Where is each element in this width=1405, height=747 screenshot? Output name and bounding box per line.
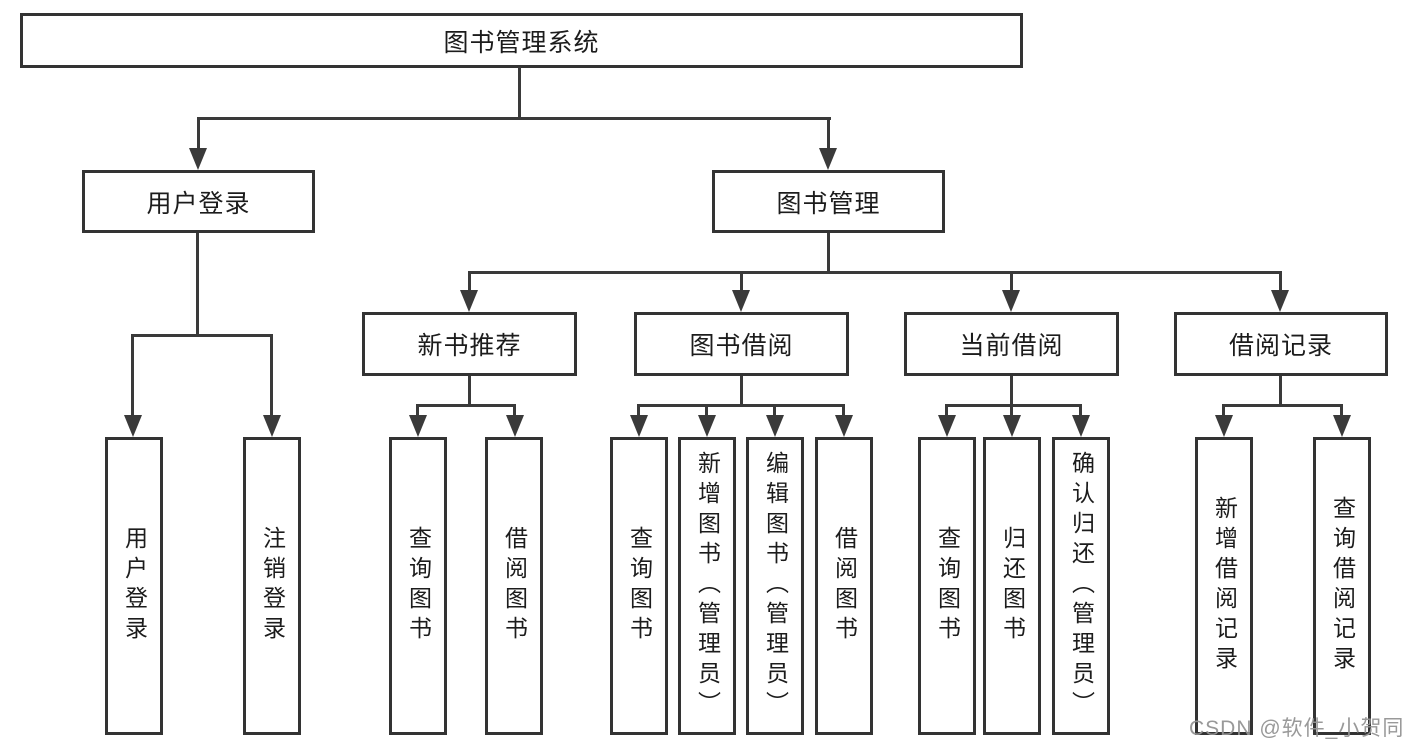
arrow-down-icon xyxy=(1215,415,1233,437)
connector-drop xyxy=(416,404,419,418)
arrow-down-icon xyxy=(819,148,837,170)
connector-level2-rail xyxy=(197,117,831,120)
connector-current-borrow-rail xyxy=(946,404,1081,407)
connector-user-login-rail xyxy=(133,334,273,337)
connector-drop xyxy=(513,404,516,418)
leaf-user-login-label: 用户登录 xyxy=(121,526,148,646)
connector-drop-logout-leaf xyxy=(270,334,273,418)
connector-drop xyxy=(1010,404,1013,418)
arrow-down-icon xyxy=(1271,290,1289,312)
leaf-logout-label: 注销登录 xyxy=(259,526,286,646)
connector-drop-new-book xyxy=(468,271,471,293)
leaf-confirm-return-admin-label: 确认归还（管理员） xyxy=(1068,451,1095,721)
leaf-query-books-borrowing-label: 查询图书 xyxy=(626,526,653,646)
leaf-query-books-borrowing: 查询图书 xyxy=(610,437,668,735)
leaf-query-borrow-record-label: 查询借阅记录 xyxy=(1329,496,1356,676)
arrow-down-icon xyxy=(506,415,524,437)
arrow-down-icon xyxy=(732,290,750,312)
connector-drop-book-borrow xyxy=(740,271,743,293)
leaf-query-books-recommend-label: 查询图书 xyxy=(405,526,432,646)
leaf-add-borrow-record: 新增借阅记录 xyxy=(1195,437,1253,735)
connector-drop xyxy=(1079,404,1082,418)
leaf-add-borrow-record-label: 新增借阅记录 xyxy=(1211,496,1238,676)
node-current-borrowing-label: 当前借阅 xyxy=(959,332,1064,360)
node-current-borrowing: 当前借阅 xyxy=(904,312,1119,376)
connector-drop xyxy=(1222,404,1225,418)
connector-drop xyxy=(705,404,708,418)
node-book-borrowing-label: 图书借阅 xyxy=(689,332,794,360)
connector-drop-borrow-record xyxy=(1279,271,1282,293)
connector-drop-user-login xyxy=(197,117,200,150)
arrow-down-icon xyxy=(1333,415,1351,437)
leaf-borrow-books-recommend-label: 借阅图书 xyxy=(501,526,528,646)
leaf-borrow-books-label: 借阅图书 xyxy=(831,526,858,646)
connector-drop-current-borrow xyxy=(1010,271,1013,293)
arrow-down-icon xyxy=(263,415,281,437)
connector-drop xyxy=(945,404,948,418)
arrow-down-icon xyxy=(766,415,784,437)
connector-new-book-rail xyxy=(418,404,515,407)
connector-drop xyxy=(637,404,640,418)
node-root: 图书管理系统 xyxy=(20,13,1023,68)
leaf-logout: 注销登录 xyxy=(243,437,301,735)
connector-drop xyxy=(773,404,776,418)
leaf-confirm-return-admin: 确认归还（管理员） xyxy=(1052,437,1110,735)
node-book-management: 图书管理 xyxy=(712,170,945,233)
leaf-query-books-recommend: 查询图书 xyxy=(389,437,447,735)
connector-drop xyxy=(1340,404,1343,418)
leaf-edit-books-admin: 编辑图书（管理员） xyxy=(746,437,804,735)
leaf-edit-books-admin-label: 编辑图书（管理员） xyxy=(762,451,789,721)
node-borrowing-records-label: 借阅记录 xyxy=(1228,332,1333,360)
connector-book-mgmt-stem xyxy=(827,233,830,273)
connector-drop-book-mgmt xyxy=(827,117,830,150)
csdn-watermark: CSDN @软件_小贺同学 xyxy=(1189,717,1405,740)
leaf-borrow-books: 借阅图书 xyxy=(815,437,873,735)
arrow-down-icon xyxy=(189,148,207,170)
arrow-down-icon xyxy=(1003,415,1021,437)
arrow-down-icon xyxy=(409,415,427,437)
node-user-login-label: 用户登录 xyxy=(146,189,251,218)
arrow-down-icon xyxy=(630,415,648,437)
leaf-query-books-current-label: 查询图书 xyxy=(934,526,961,646)
leaf-add-books-admin-label: 新增图书（管理员） xyxy=(694,451,721,721)
leaf-add-books-admin: 新增图书（管理员） xyxy=(678,437,736,735)
leaf-borrow-books-recommend: 借阅图书 xyxy=(485,437,543,735)
arrow-down-icon xyxy=(1002,290,1020,312)
arrow-down-icon xyxy=(124,415,142,437)
connector-borrow-record-stem xyxy=(1279,376,1282,406)
arrow-down-icon xyxy=(1072,415,1090,437)
connector-book-borrow-rail xyxy=(639,404,845,407)
connector-root-stem xyxy=(518,67,521,119)
connector-borrow-record-rail xyxy=(1224,404,1342,407)
leaf-user-login: 用户登录 xyxy=(105,437,163,735)
connector-book-borrow-stem xyxy=(740,376,743,406)
node-book-borrowing: 图书借阅 xyxy=(634,312,849,376)
connector-drop-login-leaf xyxy=(131,334,134,418)
leaf-return-books: 归还图书 xyxy=(983,437,1041,735)
leaf-return-books-label: 归还图书 xyxy=(999,526,1026,646)
connector-level3-rail xyxy=(469,271,1281,274)
arrow-down-icon xyxy=(698,415,716,437)
arrow-down-icon xyxy=(835,415,853,437)
node-root-label: 图书管理系统 xyxy=(443,28,600,57)
leaf-query-borrow-record: 查询借阅记录 xyxy=(1313,437,1371,735)
node-new-book-recommend: 新书推荐 xyxy=(362,312,577,376)
connector-drop xyxy=(842,404,845,418)
node-book-management-label: 图书管理 xyxy=(776,189,881,218)
arrow-down-icon xyxy=(460,290,478,312)
node-new-book-recommend-label: 新书推荐 xyxy=(417,332,522,360)
connector-current-borrow-stem xyxy=(1010,376,1013,406)
connector-user-login-stem xyxy=(196,233,199,337)
node-borrowing-records: 借阅记录 xyxy=(1174,312,1388,376)
node-user-login: 用户登录 xyxy=(82,170,315,233)
leaf-query-books-current: 查询图书 xyxy=(918,437,976,735)
connector-new-book-stem xyxy=(468,376,471,406)
arrow-down-icon xyxy=(938,415,956,437)
